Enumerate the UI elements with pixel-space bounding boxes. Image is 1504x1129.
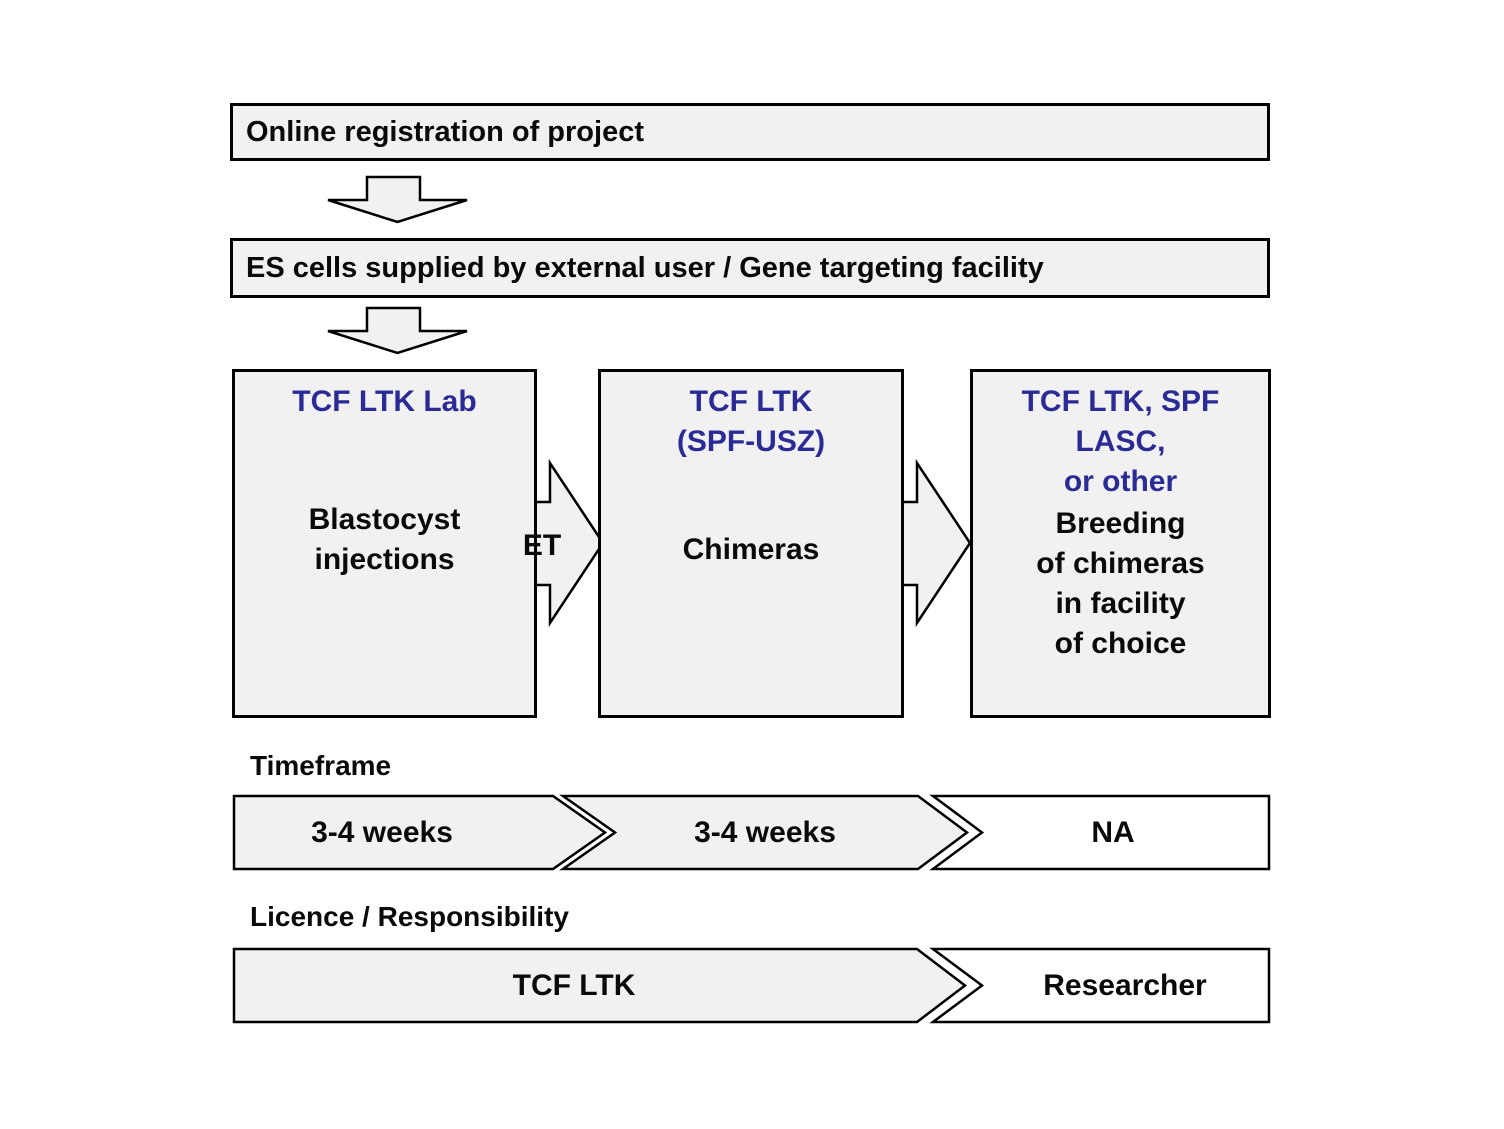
down-arrow-icon <box>327 306 468 355</box>
stage-title-line: LASC, <box>1075 425 1166 458</box>
down-arrow-icon <box>327 175 468 224</box>
licence-chevron-band <box>232 947 1271 1024</box>
stage-box-blastocyst-injections: TCF LTK Lab Blastocyst injections <box>232 369 537 718</box>
timeframe-heading: Timeframe <box>250 750 392 781</box>
licence-segment-label: Researcher <box>1043 968 1207 1002</box>
stage-box-chimeras: TCF LTK (SPF-USZ) Chimeras <box>598 369 904 718</box>
timeframe-segment-label: NA <box>1091 815 1135 849</box>
stage-title-line: TCF LTK <box>689 385 813 418</box>
stage-title-line: (SPF-USZ) <box>676 425 826 458</box>
stage-title: TCF LTK Lab <box>235 382 534 422</box>
down-arrow-shape <box>327 306 468 355</box>
stage-body-line: in facility <box>1055 587 1186 620</box>
timeframe-segment-label: 3-4 weeks <box>694 815 836 849</box>
stage-body: Breeding of chimeras in facility of choi… <box>973 504 1268 664</box>
stage-body-line: injections <box>314 543 455 576</box>
stage-body-line: of chimeras <box>1036 547 1205 580</box>
licence-responsibility-band: TCF LTK Researcher <box>232 947 1272 1024</box>
banner-es-cells: ES cells supplied by external user / Gen… <box>230 238 1270 298</box>
stage-title-line: TCF LTK, SPF <box>1021 385 1220 418</box>
stage-body-line: of choice <box>1054 627 1187 660</box>
stage-title-line: or other <box>1063 465 1178 498</box>
licence-segment-label: TCF LTK <box>512 968 636 1002</box>
stage-box-breeding-of-chimeras: TCF LTK, SPF LASC, or other Breeding of … <box>970 369 1271 718</box>
chevron-segment-shape <box>559 794 970 871</box>
stage-title-line: TCF LTK Lab <box>292 385 477 418</box>
timeframe-band: 3-4 weeks 3-4 weeks NA <box>232 794 1272 871</box>
stage-body-line: Chimeras <box>682 533 820 566</box>
banner-online-registration-label: Online registration of project <box>246 115 644 148</box>
chevron-segment-shape <box>929 794 1271 871</box>
banner-es-cells-label: ES cells supplied by external user / Gen… <box>246 251 1044 284</box>
stage-title: TCF LTK (SPF-USZ) <box>601 382 901 462</box>
chevron-segment-shape <box>929 947 1271 1024</box>
timeframe-segment-label: 3-4 weeks <box>311 815 453 849</box>
embryo-transfer-label: ET <box>522 529 562 562</box>
stage-title: TCF LTK, SPF LASC, or other <box>973 382 1268 502</box>
timeframe-chevron-band <box>232 794 1271 871</box>
licence-responsibility-heading: Licence / Responsibility <box>250 901 569 932</box>
stage-body-line: Blastocyst <box>308 503 461 536</box>
stage-body: Blastocyst injections <box>235 500 534 580</box>
stage-body: Chimeras <box>601 530 901 570</box>
banner-online-registration: Online registration of project <box>230 103 1270 161</box>
chevron-segment-shape <box>232 947 968 1024</box>
chevron-segment-shape <box>232 794 608 871</box>
down-arrow-shape <box>327 175 468 224</box>
stage-body-line: Breeding <box>1055 507 1186 540</box>
